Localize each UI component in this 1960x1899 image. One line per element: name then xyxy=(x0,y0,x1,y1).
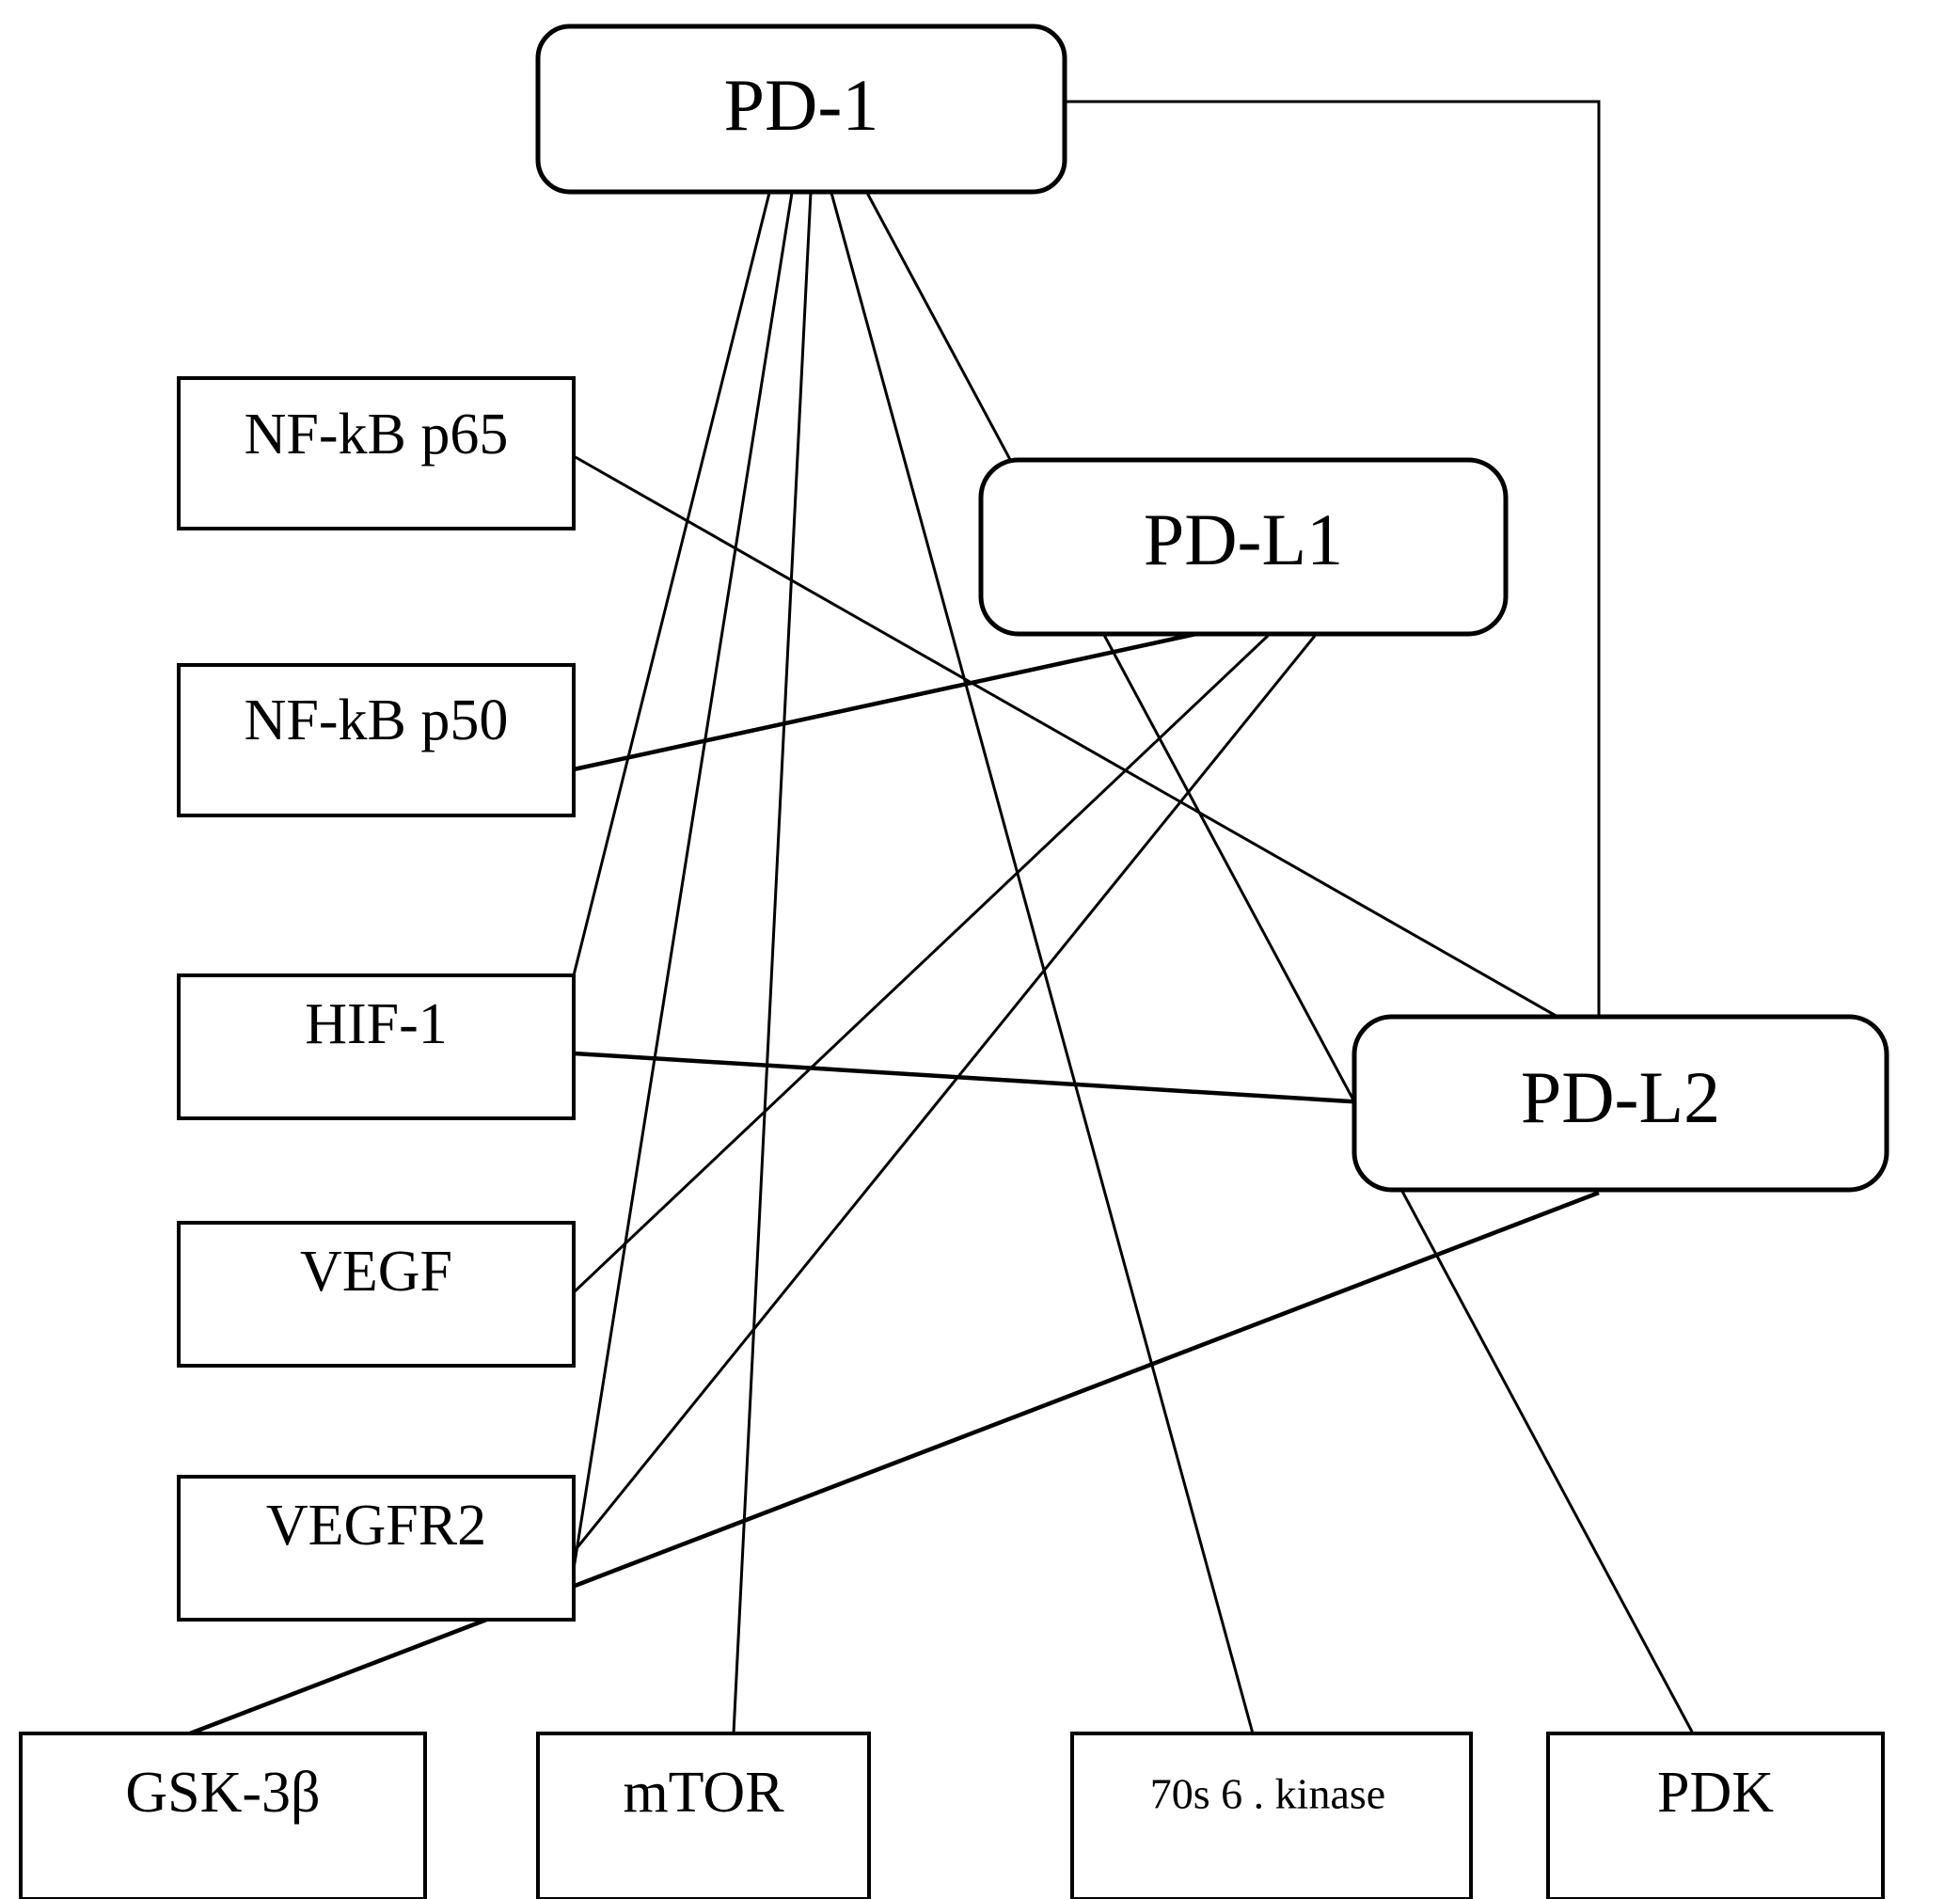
node-vegfr2-label: VEGFR2 xyxy=(266,1494,486,1558)
node-gsk3b-label: GSK-3β xyxy=(125,1761,320,1825)
node-gsk3b[interactable]: GSK-3β xyxy=(19,1732,427,1899)
node-hif1-shape[interactable] xyxy=(177,973,576,1120)
node-pdl2[interactable]: PD-L2 xyxy=(1351,1014,1889,1193)
node-hif1[interactable]: HIF-1 xyxy=(177,973,576,1120)
edge-pd1-to-p70s6k xyxy=(830,192,1255,1734)
node-pdl2-label: PD-L2 xyxy=(1521,1056,1720,1138)
edge-nfkbp50-to-pdl1 xyxy=(573,631,1197,772)
edge-nfkbp65-to-pdl2 xyxy=(573,454,1573,1027)
node-pdk-label: PDK xyxy=(1657,1761,1774,1825)
node-nfkb-p65-label: NF-kB p65 xyxy=(245,403,509,467)
node-nfkb-p50-shape[interactable] xyxy=(177,663,576,817)
node-vegf[interactable]: VEGF xyxy=(177,1221,576,1368)
node-pdl1-label: PD-L1 xyxy=(1144,498,1343,580)
edge-pd1-to-mtor xyxy=(732,192,813,1734)
edge-pdl2-to-gsk3b xyxy=(189,1190,1600,1736)
node-vegfr2-shape[interactable] xyxy=(177,1475,576,1622)
node-pd1-shape[interactable] xyxy=(535,24,1067,195)
edge-hif1-to-pdl2 xyxy=(573,1051,1367,1105)
node-hif1-label: HIF-1 xyxy=(305,992,448,1056)
node-gsk3b-shape[interactable] xyxy=(19,1732,427,1899)
node-nfkb-p50[interactable]: NF-kB p50 xyxy=(177,663,576,817)
node-nfkb-p65[interactable]: NF-kB p65 xyxy=(177,376,576,530)
edge-pd1-to-pdl2 xyxy=(1065,100,1601,1017)
node-vegf-label: VEGF xyxy=(300,1240,452,1304)
node-mtor-label: mTOR xyxy=(623,1761,784,1825)
node-pdl2-shape[interactable] xyxy=(1351,1014,1889,1193)
node-vegf-shape[interactable] xyxy=(177,1221,576,1368)
node-pd1-label: PD-1 xyxy=(724,64,879,146)
node-p70s6kinase-shape[interactable] xyxy=(1070,1732,1473,1899)
node-vegfr2[interactable]: VEGFR2 xyxy=(177,1475,576,1622)
edge-vegf-to-pdl1 xyxy=(572,634,1270,1294)
node-p70s6kinase[interactable]: 70s 6 . kinase xyxy=(1070,1732,1473,1899)
node-pdl1[interactable]: PD-L1 xyxy=(978,457,1509,637)
node-pdk[interactable]: PDK xyxy=(1546,1732,1885,1899)
edge-vegfr2-to-pdl1 xyxy=(572,635,1317,1553)
edge-pd1-to-pdk xyxy=(865,192,1695,1734)
node-mtor[interactable]: mTOR xyxy=(536,1732,871,1899)
node-pdk-shape[interactable] xyxy=(1546,1732,1885,1899)
node-nfkb-p65-shape[interactable] xyxy=(177,376,576,530)
node-mtor-shape[interactable] xyxy=(536,1732,871,1899)
node-nfkb-p50-label: NF-kB p50 xyxy=(245,688,509,752)
edge-pd1-to-vegfr2 xyxy=(572,192,794,1570)
node-p70s6kinase-label: 70s 6 . kinase xyxy=(1150,1770,1385,1818)
node-pd1[interactable]: PD-1 xyxy=(535,24,1067,195)
edge-pd1-to-hif1 xyxy=(572,192,771,976)
node-pdl1-shape[interactable] xyxy=(978,457,1509,637)
edge-layer xyxy=(189,100,1695,1736)
